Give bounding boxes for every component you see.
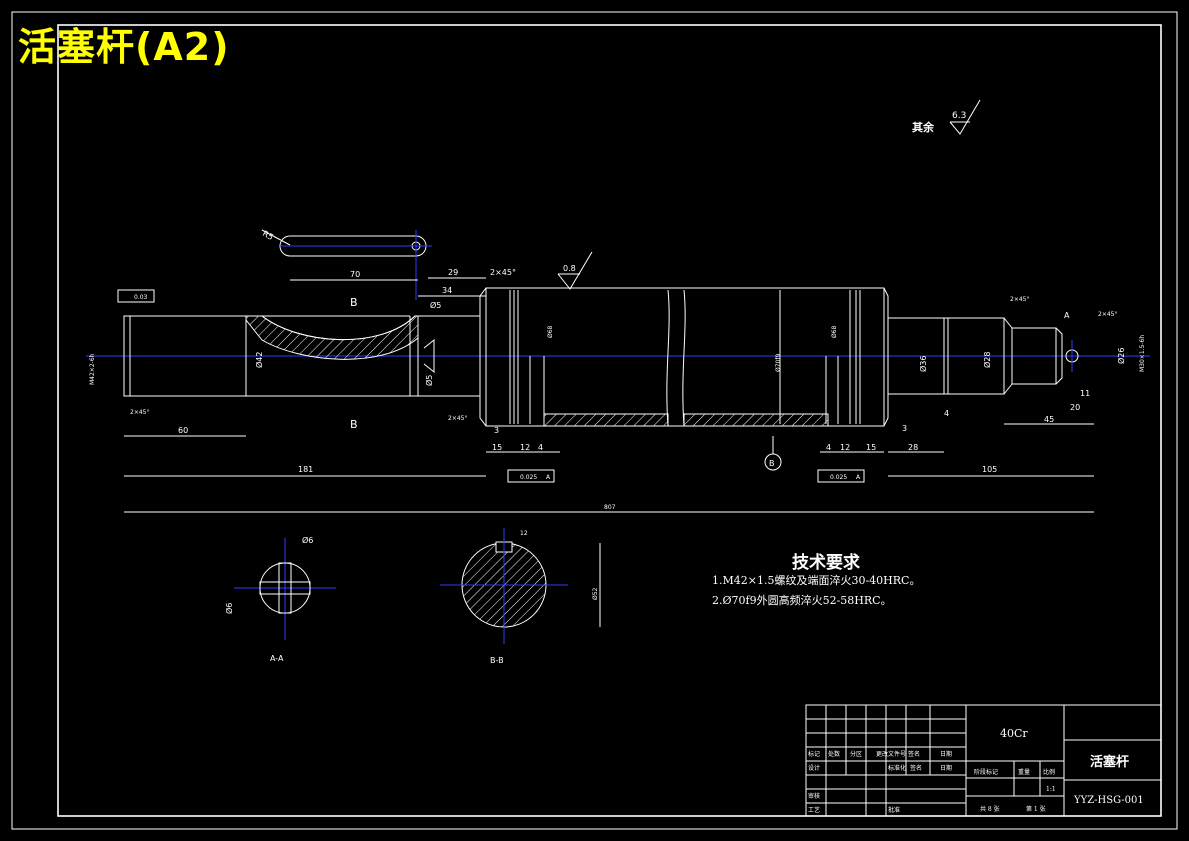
tech-item-1: 1.M42×1.5螺纹及端面淬火30-40HRC。 bbox=[712, 574, 921, 587]
svg-text:60: 60 bbox=[178, 426, 188, 435]
svg-text:重量: 重量 bbox=[1018, 768, 1030, 776]
svg-text:Ø6: Ø6 bbox=[302, 535, 313, 545]
svg-text:2×45°: 2×45° bbox=[448, 415, 467, 422]
svg-text:Ø52: Ø52 bbox=[592, 587, 599, 600]
svg-text:阶段标记: 阶段标记 bbox=[974, 768, 998, 776]
tb-part-name: 活塞杆 bbox=[1090, 754, 1129, 770]
svg-text:处数: 处数 bbox=[828, 750, 840, 758]
roughness-value: 6.3 bbox=[952, 111, 966, 121]
svg-text:Ø6: Ø6 bbox=[224, 603, 234, 614]
slot-detail: R5 bbox=[261, 229, 432, 300]
svg-text:3: 3 bbox=[902, 424, 907, 433]
svg-text:更改文件号: 更改文件号 bbox=[876, 750, 906, 758]
svg-text:807: 807 bbox=[604, 504, 616, 511]
svg-text:28: 28 bbox=[908, 443, 918, 452]
svg-text:12: 12 bbox=[520, 530, 528, 537]
svg-text:0.8: 0.8 bbox=[563, 264, 576, 273]
svg-text:2×45°: 2×45° bbox=[130, 409, 149, 416]
svg-text:分区: 分区 bbox=[850, 750, 862, 758]
svg-text:Ø5: Ø5 bbox=[424, 375, 434, 386]
svg-text:2×45°: 2×45° bbox=[490, 268, 516, 277]
svg-text:比例: 比例 bbox=[1043, 768, 1055, 776]
svg-text:34: 34 bbox=[442, 286, 452, 295]
svg-text:181: 181 bbox=[298, 465, 313, 474]
svg-text:Ø68: Ø68 bbox=[547, 325, 554, 338]
svg-text:M42×2-6h: M42×2-6h bbox=[89, 353, 96, 385]
roughness-0-8: 0.8 bbox=[557, 251, 593, 290]
drawing-title: 活塞杆(A2) bbox=[18, 25, 230, 69]
section-b-b: 12 Ø52 B-B bbox=[440, 528, 601, 665]
svg-text:B: B bbox=[350, 418, 358, 431]
svg-text:标记: 标记 bbox=[808, 750, 820, 758]
svg-text:15: 15 bbox=[866, 443, 876, 452]
svg-text:Ø70f9: Ø70f9 bbox=[775, 354, 782, 372]
svg-text:标准化: 标准化 bbox=[888, 764, 906, 772]
svg-text:B-B: B-B bbox=[490, 656, 504, 665]
svg-text:签名: 签名 bbox=[908, 750, 920, 758]
svg-text:Ø5: Ø5 bbox=[430, 300, 441, 310]
svg-text:11: 11 bbox=[1080, 389, 1090, 398]
svg-text:Ø26: Ø26 bbox=[1116, 348, 1126, 364]
inner-frame bbox=[57, 24, 1162, 817]
svg-text:0.03: 0.03 bbox=[134, 294, 148, 301]
svg-text:B: B bbox=[769, 459, 775, 468]
piston-rod-body bbox=[423, 287, 889, 427]
tb-drawing-no: YYZ-HSG-001 bbox=[1073, 795, 1144, 806]
svg-text:Ø28: Ø28 bbox=[982, 352, 992, 368]
svg-text:20: 20 bbox=[1070, 403, 1080, 412]
svg-text:A: A bbox=[546, 474, 551, 481]
svg-text:A: A bbox=[1064, 311, 1070, 320]
svg-text:批准: 批准 bbox=[888, 806, 900, 814]
svg-text:3: 3 bbox=[494, 426, 499, 435]
svg-text:日期: 日期 bbox=[940, 750, 952, 758]
tb-material: 40Cr bbox=[1000, 727, 1028, 740]
svg-text:审核: 审核 bbox=[808, 792, 820, 800]
tech-heading: 技术要求 bbox=[792, 553, 860, 573]
title-block: 标记 处数 分区 更改文件号 签名 日期 设计 标准化 签名 日期 审核 工艺 … bbox=[805, 704, 1162, 817]
dimensions: 181 807 60 70 29 34 Ø5 Ø5 2×45° 2×45° 2×… bbox=[89, 268, 1146, 513]
right-end-section bbox=[887, 317, 1079, 395]
svg-text:45: 45 bbox=[1044, 415, 1054, 424]
left-thread-section bbox=[123, 315, 480, 397]
svg-text:签名: 签名 bbox=[910, 764, 922, 772]
svg-text:Ø42: Ø42 bbox=[254, 352, 264, 368]
svg-text:0.025: 0.025 bbox=[830, 474, 847, 481]
tb-sheet-no: 第 1 张 bbox=[1026, 805, 1046, 813]
tech-item-2: 2.Ø70f9外圆高频淬火52-58HRC。 bbox=[712, 594, 892, 607]
svg-text:B: B bbox=[350, 296, 358, 309]
gdt-frames: 0.03 0.025 A 0.025 A A B B B bbox=[117, 289, 1070, 483]
section-a-a: Ø6 Ø6 A-A bbox=[224, 535, 336, 663]
svg-text:70: 70 bbox=[350, 270, 360, 279]
svg-text:A-A: A-A bbox=[270, 654, 284, 663]
svg-text:12: 12 bbox=[520, 443, 530, 452]
tb-sheets-total: 共 8 张 bbox=[980, 805, 1000, 813]
svg-text:日期: 日期 bbox=[940, 764, 952, 772]
svg-text:A: A bbox=[856, 474, 861, 481]
roughness-label: 其余 bbox=[912, 120, 935, 134]
svg-text:105: 105 bbox=[982, 465, 997, 474]
svg-text:4: 4 bbox=[944, 409, 949, 418]
surface-roughness-note: 其余 6.3 bbox=[912, 99, 981, 135]
svg-text:15: 15 bbox=[492, 443, 502, 452]
outer-frame bbox=[11, 11, 1178, 830]
svg-text:4: 4 bbox=[826, 443, 831, 452]
svg-text:0.025: 0.025 bbox=[520, 474, 537, 481]
svg-text:4: 4 bbox=[538, 443, 543, 452]
svg-text:工艺: 工艺 bbox=[808, 806, 820, 814]
svg-text:Ø68: Ø68 bbox=[831, 325, 838, 338]
svg-text:M30×1.5-6h: M30×1.5-6h bbox=[1139, 335, 1146, 372]
svg-text:2×45°: 2×45° bbox=[1098, 311, 1117, 318]
svg-text:设计: 设计 bbox=[808, 764, 820, 772]
svg-text:12: 12 bbox=[840, 443, 850, 452]
svg-text:2×45°: 2×45° bbox=[1010, 296, 1029, 303]
svg-text:Ø36: Ø36 bbox=[918, 356, 928, 372]
tb-scale: 1:1 bbox=[1046, 786, 1056, 793]
svg-text:29: 29 bbox=[448, 268, 458, 277]
